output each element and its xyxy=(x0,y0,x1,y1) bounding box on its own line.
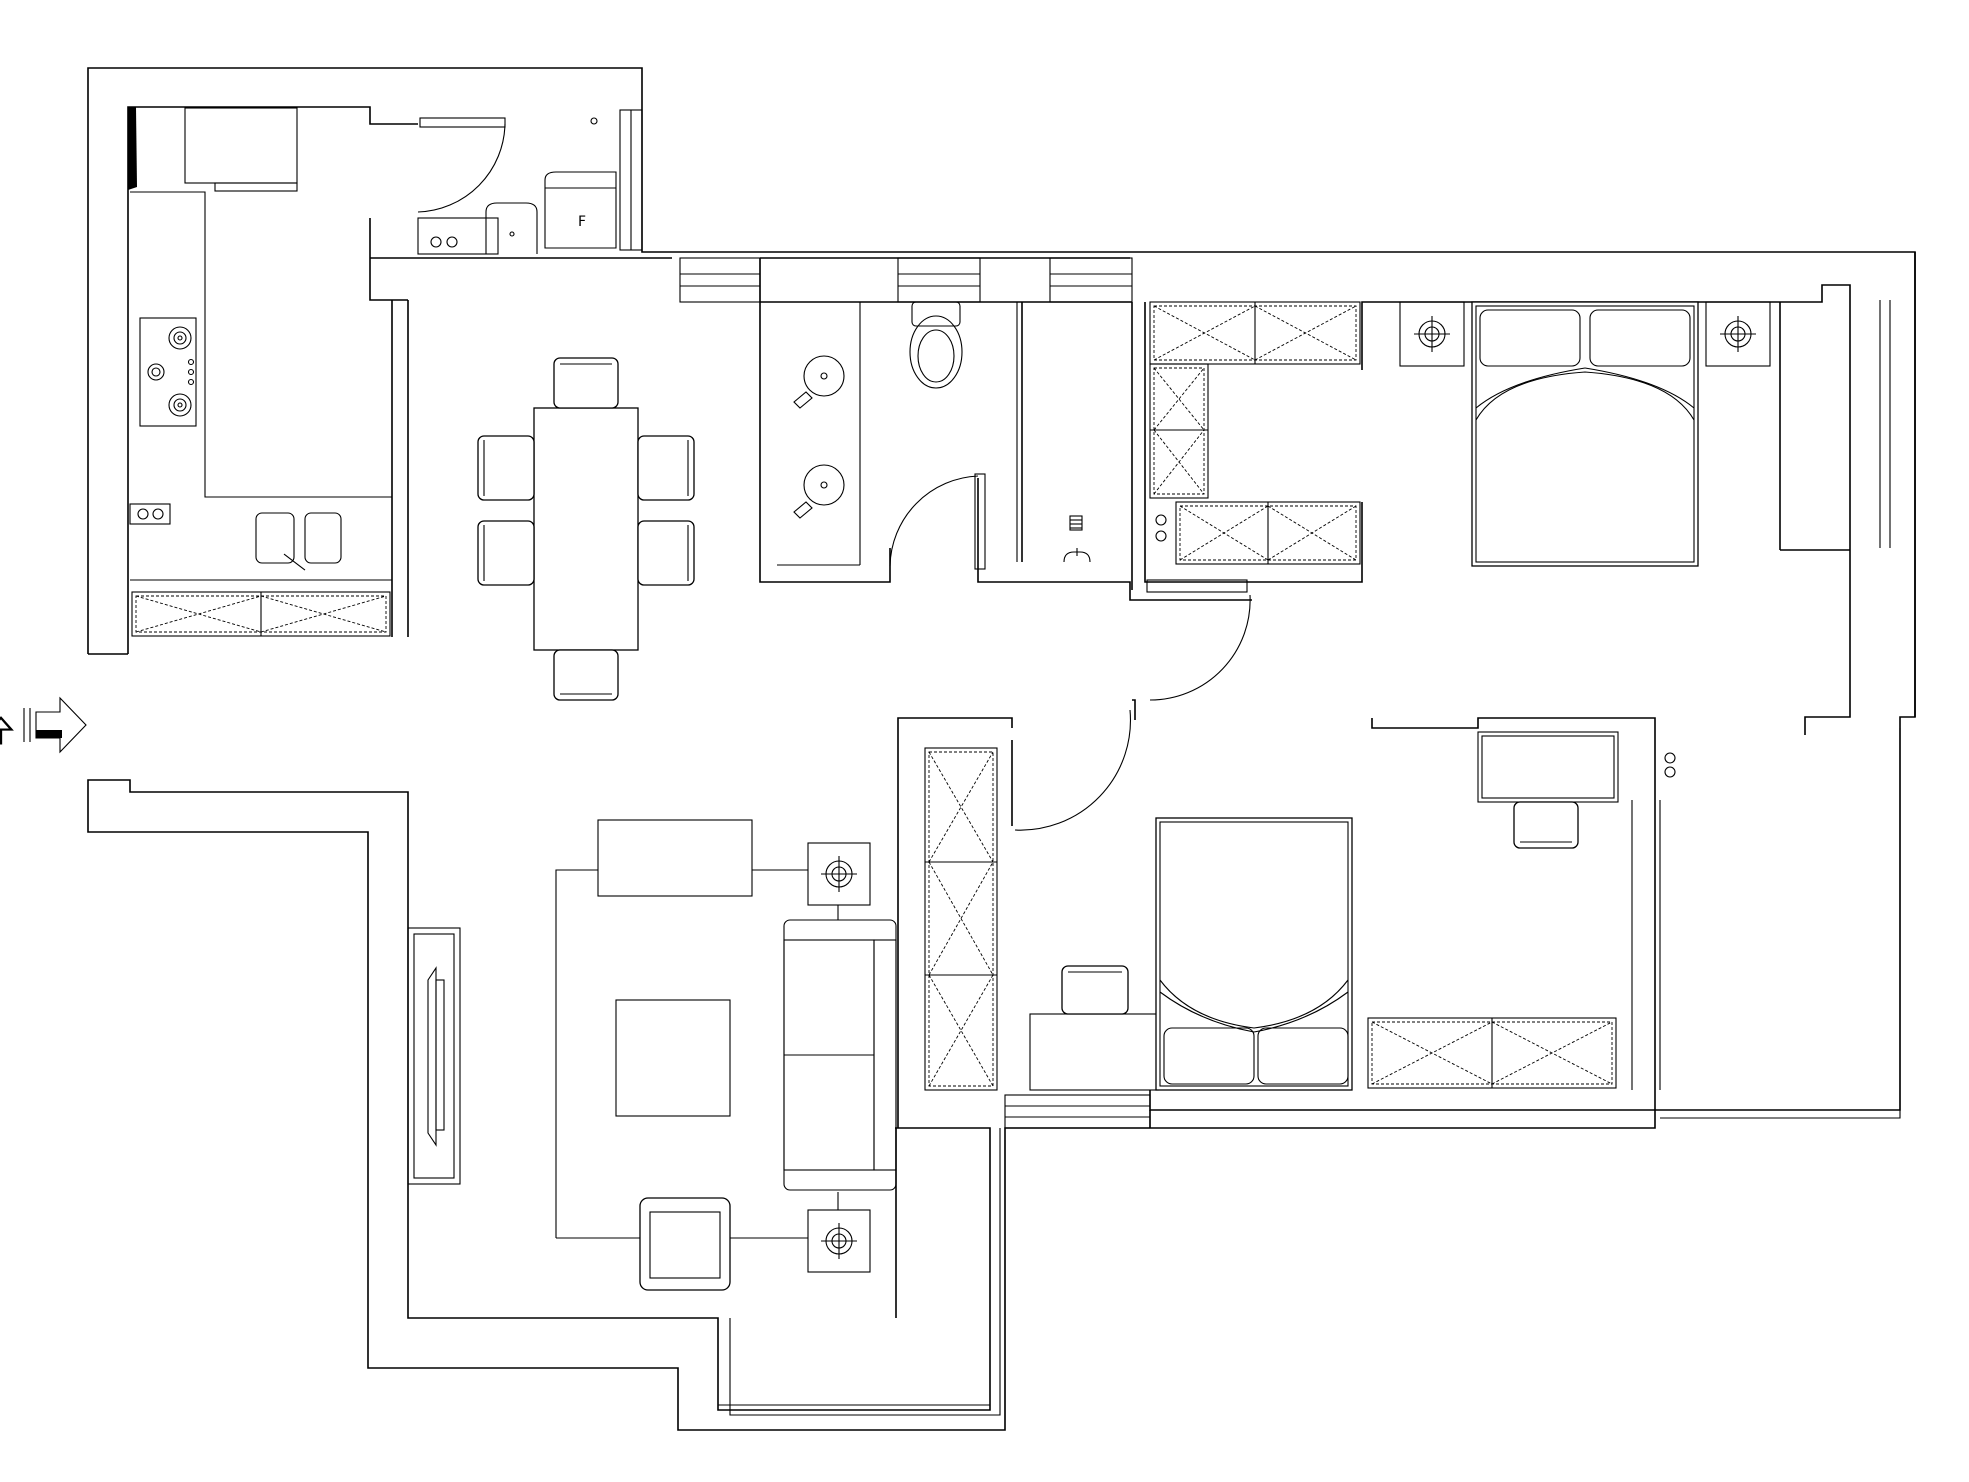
entrance-marker: 㐃 xyxy=(0,696,87,754)
tall-wardrobe xyxy=(924,747,998,1091)
laundry-room: F xyxy=(417,117,617,255)
dining-chair-left-1 xyxy=(477,435,535,501)
master-desk-area xyxy=(1477,731,1676,849)
second-bedroom xyxy=(924,747,1617,1091)
dining-chair-bottom xyxy=(553,649,619,701)
sofa xyxy=(783,919,897,1191)
dining-table xyxy=(533,407,639,651)
entrance-label: 㐃 xyxy=(0,715,16,750)
doors xyxy=(417,117,1251,831)
bathroom xyxy=(777,301,1091,566)
wardrobe-left xyxy=(1149,363,1209,499)
wardrobe-top xyxy=(1149,301,1361,365)
dining-chair-top xyxy=(553,357,619,409)
gas-stove-icon xyxy=(139,317,197,427)
bathroom-window-1 xyxy=(679,257,761,303)
coffee-table xyxy=(615,999,731,1117)
bedroom-window-lower xyxy=(1004,1094,1151,1129)
dining-chair-right-1 xyxy=(637,435,695,501)
master-bedroom xyxy=(1399,301,1771,567)
kitchen-sink-icon xyxy=(255,512,342,571)
master-desk-chair xyxy=(1513,801,1579,849)
outer-walls xyxy=(87,67,1916,1431)
tv-icon xyxy=(427,966,445,1147)
master-bed xyxy=(1471,301,1699,567)
fridge-label: F xyxy=(578,214,586,230)
basin-1-icon xyxy=(793,355,845,409)
sideboard xyxy=(597,819,753,897)
dining-chair-right-2 xyxy=(637,520,695,586)
arrow-right-icon xyxy=(23,696,87,754)
basin-2-icon xyxy=(793,464,845,519)
socket-icon xyxy=(1664,752,1676,778)
bedroom-door xyxy=(1014,709,1132,831)
kitchen-fridge xyxy=(184,107,298,192)
kitchen xyxy=(128,107,392,637)
wardrobe-bottom xyxy=(1175,501,1361,565)
floor-drain-icon xyxy=(1069,515,1083,531)
toilet-icon xyxy=(909,301,963,389)
windows xyxy=(619,109,1151,1129)
kitchen-window xyxy=(619,109,643,251)
bedroom-cabinet xyxy=(1367,1017,1617,1089)
dining-area xyxy=(477,357,695,701)
study-chair xyxy=(1061,965,1129,1015)
nightstand-left xyxy=(1399,301,1465,367)
interior-walls xyxy=(391,258,1901,1420)
kitchen-socket xyxy=(129,503,171,525)
bathroom-door xyxy=(889,473,986,570)
kitchen-cabinet xyxy=(131,591,391,637)
dining-chair-left-2 xyxy=(477,520,535,586)
living-room xyxy=(407,819,897,1291)
bathroom-window-2 xyxy=(897,257,981,303)
study-desk xyxy=(1029,1013,1159,1091)
bathroom-window-3 xyxy=(1049,257,1133,303)
hall-wardrobe xyxy=(1149,301,1361,565)
master-door xyxy=(1146,579,1251,701)
nightstand-right xyxy=(1705,301,1771,367)
armchair xyxy=(639,1197,731,1291)
tv-cabinet xyxy=(407,927,461,1185)
side-table-top xyxy=(807,842,871,906)
socket-icon xyxy=(1155,514,1167,542)
laundry-door xyxy=(417,117,506,213)
side-table-bottom xyxy=(807,1209,871,1273)
second-bed xyxy=(1155,817,1353,1091)
master-desk xyxy=(1477,731,1619,803)
